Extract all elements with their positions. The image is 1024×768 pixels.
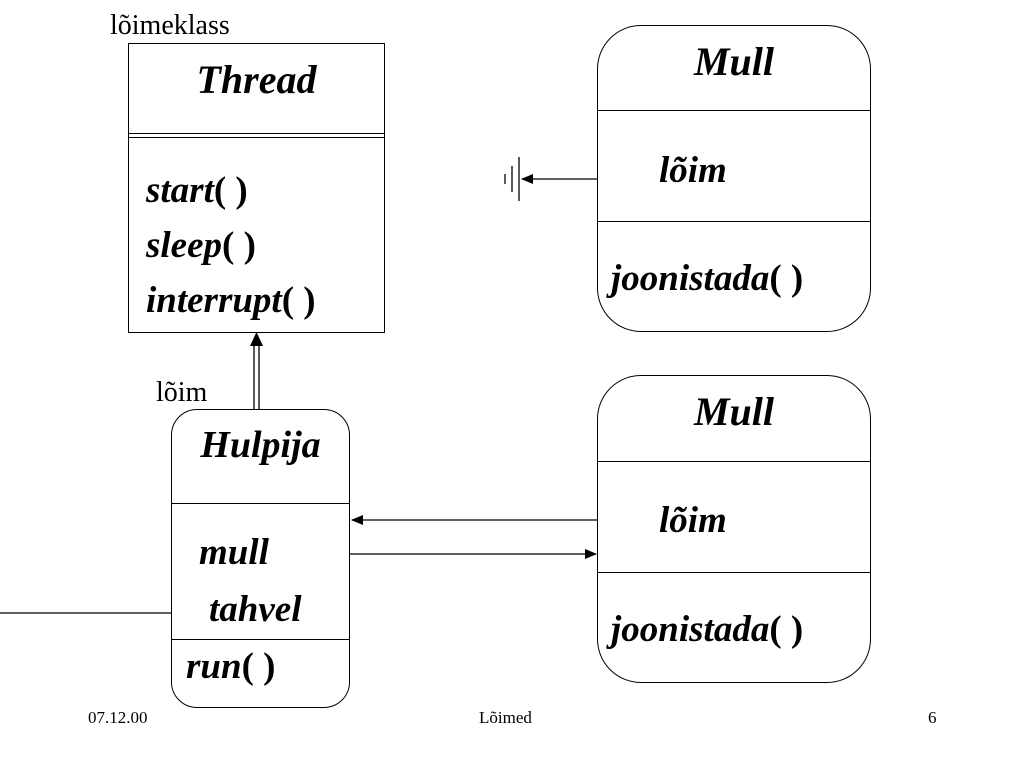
- hulpija-class-name: Hulpija: [200, 424, 321, 466]
- mull-top-class-box: Mull lõim joonistada( ): [597, 25, 871, 332]
- hulpija-name-divider: [172, 503, 349, 504]
- mull-top-field-loim: lõim: [659, 150, 727, 191]
- footer-title: Lõimed: [479, 708, 532, 727]
- thread-name-divider-double: [129, 137, 384, 138]
- null-ground-symbol: [504, 157, 520, 201]
- thread-method-interrupt: interrupt( ): [146, 280, 316, 321]
- inheritance-arrow: [250, 332, 263, 410]
- thread-method-sleep: sleep( ): [146, 225, 256, 266]
- mull-bottom-field-loim: lõim: [659, 500, 727, 541]
- mull-top-method-joonistada: joonistada( ): [611, 258, 804, 299]
- footer-page-number: 6: [928, 708, 937, 727]
- mull-bottom-class-box: Mull lõim joonistada( ): [597, 375, 871, 683]
- thread-method-start: start( ): [146, 170, 248, 211]
- mull-bottom-name-divider: [598, 461, 870, 462]
- mull-bottom-fields-divider: [598, 572, 870, 573]
- thread-class-box: Thread start( ) sleep( ) interrupt( ): [128, 43, 385, 333]
- mull-bottom-method-joonistada: joonistada( ): [611, 609, 804, 650]
- superclass-caption: lõimeklass: [110, 10, 230, 41]
- hulpija-field-tahvel: tahvel: [209, 589, 302, 630]
- mull-top-class-name: Mull: [693, 39, 775, 84]
- footer-date: 07.12.00: [88, 708, 148, 727]
- thread-name-divider: [129, 133, 384, 134]
- hulpija-field-mull: mull: [199, 532, 269, 573]
- hulpija-class-box: Hulpija mull tahvel run( ): [171, 409, 350, 708]
- thread-class-name: Thread: [196, 57, 317, 102]
- tahvel-reference-line: [0, 609, 191, 617]
- hulpija-method-run: run( ): [186, 646, 276, 687]
- thread-field-caption: lõim: [156, 377, 208, 408]
- mull-top-name-divider: [598, 110, 870, 111]
- hulpija-fields-divider: [172, 639, 349, 640]
- mull-top-fields-divider: [598, 221, 870, 222]
- mull-bottom-class-name: Mull: [693, 389, 775, 434]
